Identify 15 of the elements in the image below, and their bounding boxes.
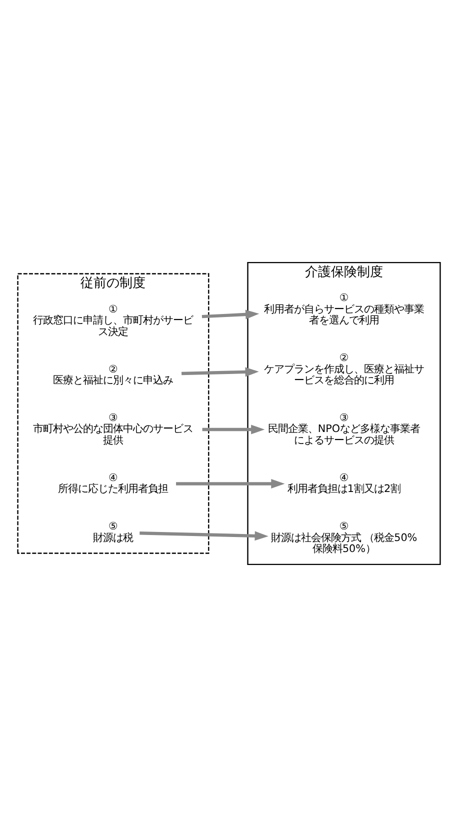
node-text: ② 医療と福祉に別々に申込み bbox=[53, 363, 174, 386]
node-text: ③ 民間企業、NPOなど多様な事業者によるサービスの提供 bbox=[268, 412, 420, 446]
node-text: ② ケアプランを作成し、医療と福祉サービスを総合的に利用 bbox=[264, 352, 424, 386]
node-text: ④ 利用者負担は1割又は2割 bbox=[287, 472, 401, 496]
arrow bbox=[202, 310, 260, 320]
arrow bbox=[182, 367, 259, 377]
node-text: ⑤ 財源は税 bbox=[93, 520, 134, 544]
node-text: ③ 市町村や公的な団体中心のサービス提供 bbox=[33, 412, 194, 446]
arrow bbox=[202, 424, 265, 434]
node-text: ① 行政窓口に申請し、市町村がサービス決定 bbox=[33, 303, 194, 338]
arrow bbox=[140, 531, 268, 541]
node-text: ⑤ 財源は社会保険方式 （税金50% 保険料50%） bbox=[270, 520, 418, 555]
arrow bbox=[176, 479, 285, 489]
node-text: ④ 所得に応じた利用者負担 bbox=[58, 472, 168, 496]
node-text: ① 利用者が自らサービスの種類や事業者を選んで利用 bbox=[264, 292, 424, 327]
